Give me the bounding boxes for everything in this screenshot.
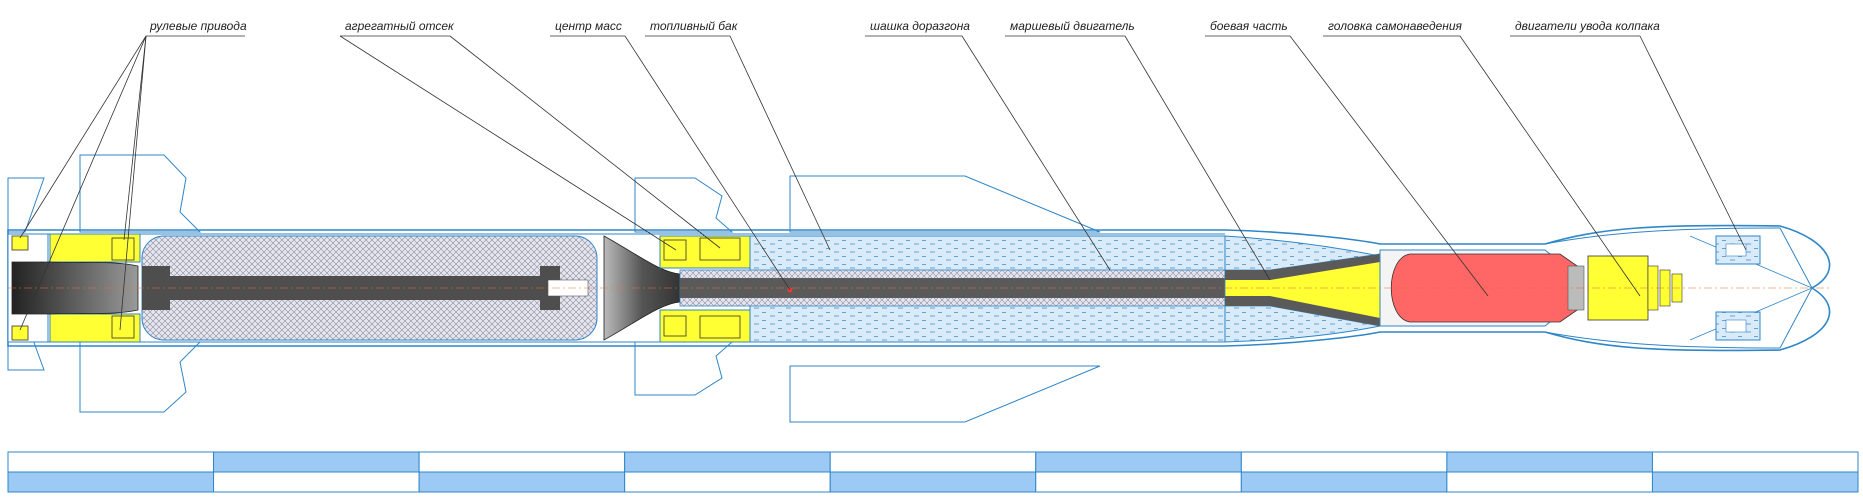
callout-cap-separation-motors: двигатели увода колпака (1515, 19, 1660, 33)
scale-cell (624, 471, 831, 493)
scale-cell (1446, 471, 1653, 493)
aft-propellant-grain (141, 235, 598, 341)
scale-cell (1035, 471, 1242, 493)
callout-sustainer-engine: маршевый двигатель (1010, 19, 1135, 33)
scale-cell (418, 451, 626, 473)
scale-cell (7, 471, 215, 493)
scale-cell (213, 451, 420, 473)
callout-fuel-tank: топливный бак (650, 19, 739, 33)
scale-cell (1240, 451, 1448, 473)
scale-cell (1035, 451, 1242, 473)
scale-cell (1651, 471, 1859, 493)
scale-bar (7, 451, 1859, 493)
callout-seeker-head: головка самонаведения (1328, 19, 1463, 33)
scale-cell (1651, 451, 1859, 473)
cap-separation-motors-body (1715, 235, 1761, 341)
wings (789, 175, 1101, 423)
scale-cell (7, 451, 215, 473)
fuel-tank-region (679, 235, 1226, 343)
scale-cell (213, 471, 420, 493)
callouts: рулевые привода агрегатный отсек центр м… (19, 19, 1747, 331)
scale-cell (624, 451, 831, 473)
callout-warhead: боевая часть (1210, 19, 1288, 33)
forward-section (1224, 235, 1381, 343)
callout-center-of-mass: центр масс (555, 19, 622, 33)
scale-cell (829, 451, 1037, 473)
callout-steering-actuators: рулевые привода (149, 19, 247, 33)
scale-cell (1446, 451, 1653, 473)
scale-cell (418, 471, 626, 493)
scale-cell (1240, 471, 1448, 493)
scale-cell (829, 471, 1037, 493)
callout-booster-grain: шашка доразгона (870, 19, 970, 33)
callout-equipment-bay: агрегатный отсек (345, 19, 455, 33)
